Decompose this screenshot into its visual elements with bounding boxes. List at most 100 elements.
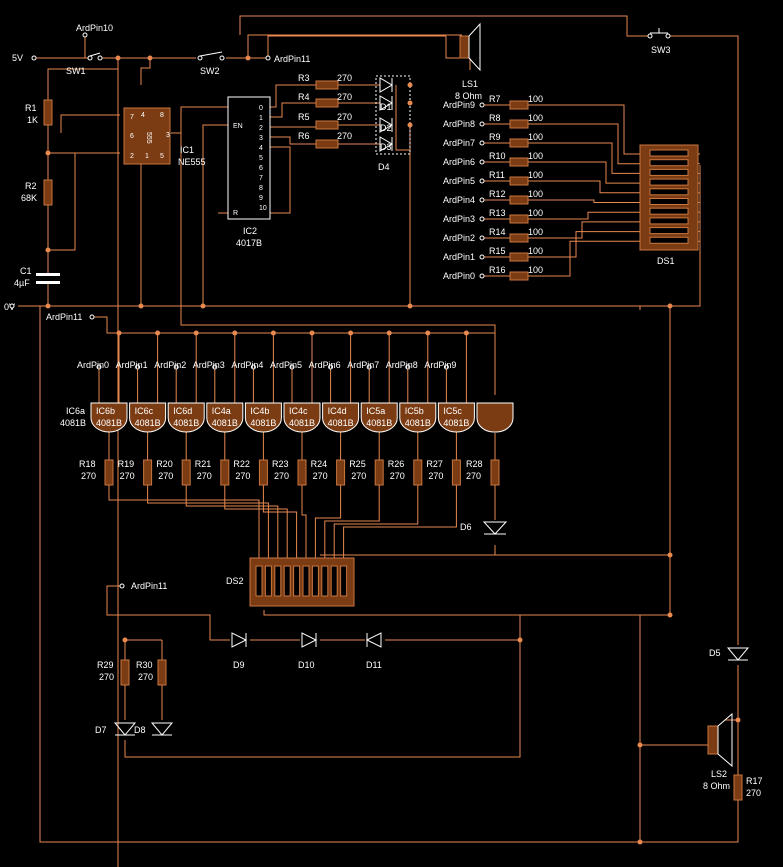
ls1-speaker: LS1 8 Ohm [455, 22, 482, 101]
gate-ref: IC4b [250, 406, 269, 416]
ds1-row-ref: R12 [489, 189, 506, 199]
ic2-en: EN [233, 123, 243, 130]
label-ardpin11-mid: ArdPin11 [46, 312, 82, 322]
and-gate-body [244, 402, 282, 433]
ds1-row-pin: ArdPin1 [443, 252, 475, 262]
and-gate-body [399, 402, 437, 433]
d6-ref: D6 [460, 522, 472, 532]
gate-pin-terminal [173, 364, 179, 370]
gate-part: 4081B [250, 418, 276, 428]
r4-val: 270 [337, 92, 352, 102]
gate-junction [386, 330, 392, 336]
ds1-row-pin: ArdPin7 [443, 138, 475, 148]
gate-res-ref: R24 [311, 459, 328, 469]
ds1-row-ref: R10 [489, 151, 506, 161]
gate-pin-label: ArdPin0 [77, 360, 109, 370]
gate-pin-label: ArdPin4 [231, 360, 263, 370]
sw3-label: SW3 [651, 45, 671, 55]
gate-wire [175, 333, 279, 558]
gate-part: 4081B [289, 418, 315, 428]
ic1-pin-6: 6 [130, 133, 134, 140]
gate-ref: IC5b [405, 406, 424, 416]
ds1-row-val: 100 [528, 208, 543, 218]
label-ardpin11-top: ArdPin11 [274, 54, 310, 64]
gate-part: 4081B [96, 418, 122, 428]
gate-pin-label: ArdPin3 [193, 360, 225, 370]
ds2-segment [264, 565, 272, 597]
gate-junction [116, 330, 122, 336]
r5-val: 270 [337, 112, 352, 122]
ds2-segment [274, 565, 282, 597]
gate-pin-terminal [135, 364, 141, 370]
ic2-out-3: 3 [259, 135, 263, 142]
gate-res-val: 270 [235, 471, 250, 481]
ic2-out-8: 8 [259, 185, 263, 192]
ds1-row-wire [484, 161, 644, 184]
ic2-out-0: 0 [259, 105, 263, 112]
ic2-out-7: 7 [259, 175, 263, 182]
gate-part: 4081B [443, 418, 469, 428]
gate-res-val: 270 [313, 471, 328, 481]
ds1-row-wire [484, 240, 644, 277]
ds1-row-ref: R8 [489, 113, 501, 123]
ds1-row-resistor [509, 100, 529, 110]
r28-ref: R28 [466, 459, 483, 469]
ds1-bargraph: DS1 [639, 144, 699, 266]
ds1-row-pin: ArdPin5 [443, 176, 475, 186]
gate-pin-label: ArdPin8 [386, 360, 418, 370]
ds2-segment [255, 565, 263, 597]
ds1-row-pin: ArdPin0 [443, 271, 475, 281]
and-gate-body [129, 402, 167, 433]
ds1-row-val: 100 [528, 246, 543, 256]
r4-ref: R4 [298, 92, 310, 102]
ic2-ref: IC2 [243, 226, 257, 236]
ic1-part: NE555 [178, 157, 206, 167]
label-5v: 5V [12, 53, 23, 63]
gate-resistor [181, 459, 191, 486]
gate-ref: IC4d [328, 406, 347, 416]
and-gate-body [360, 402, 398, 433]
ds1-row-ref: R11 [489, 170, 505, 180]
gate-pin-terminal [366, 364, 372, 370]
ds1-row-pin: ArdPin6 [443, 157, 475, 167]
ic1-pin-3: 3 [166, 132, 170, 139]
gate-part: 4081B [212, 418, 238, 428]
gate-res-ref: R21 [195, 459, 212, 469]
ds1-row-wire [484, 221, 644, 239]
bottom-led-network: R29 270 R30 270 D7 D8 D9 D10 D11 [95, 632, 382, 736]
ds1-pin-terminal [479, 197, 485, 203]
ds1-row-wire [484, 199, 644, 203]
gate-pin-terminal [289, 364, 295, 370]
gate-ref: IC6b [96, 406, 115, 416]
ic1-timer: 7 6 2 4 8 3 1 5 555 IC1 NE555 [123, 107, 206, 167]
ds1-pin-terminal [479, 159, 485, 165]
and-gates: ArdPin0IC6b4081BR18270ArdPin1IC6c4081BR1… [77, 360, 475, 486]
ds1-row-resistor [509, 233, 529, 243]
ds1-segment [649, 236, 689, 244]
d4-led-d1: D1 [380, 102, 392, 112]
ds1-row-val: 100 [528, 132, 543, 142]
gate-res-val: 270 [274, 471, 289, 481]
d4-led-array: D1 D2 D3 D4 [375, 75, 411, 172]
ds1-row-wire [484, 211, 644, 220]
gate-ref: IC6d [173, 406, 192, 416]
d9-ref: D9 [233, 660, 245, 670]
gate-pin-label: ArdPin6 [309, 360, 341, 370]
ds1-row-resistor [509, 195, 529, 205]
gate-part: 4081B [135, 418, 161, 428]
ic2-out-9: 9 [259, 195, 263, 202]
gate-ref: IC5a [366, 406, 385, 416]
ds1-row-wire [484, 180, 644, 194]
r2-val: 68K [21, 193, 37, 203]
gate-junction [348, 330, 354, 336]
gate-res-ref: R25 [349, 459, 366, 469]
ds1-row-resistor [509, 271, 529, 281]
ds2-segment [311, 565, 319, 597]
ds1-segment [649, 188, 689, 196]
gate-res-ref: R22 [233, 459, 250, 469]
ic6a-part: 4081B [60, 418, 86, 428]
ic1-pin-8: 8 [160, 112, 164, 119]
ds1-row-wire [484, 123, 644, 165]
